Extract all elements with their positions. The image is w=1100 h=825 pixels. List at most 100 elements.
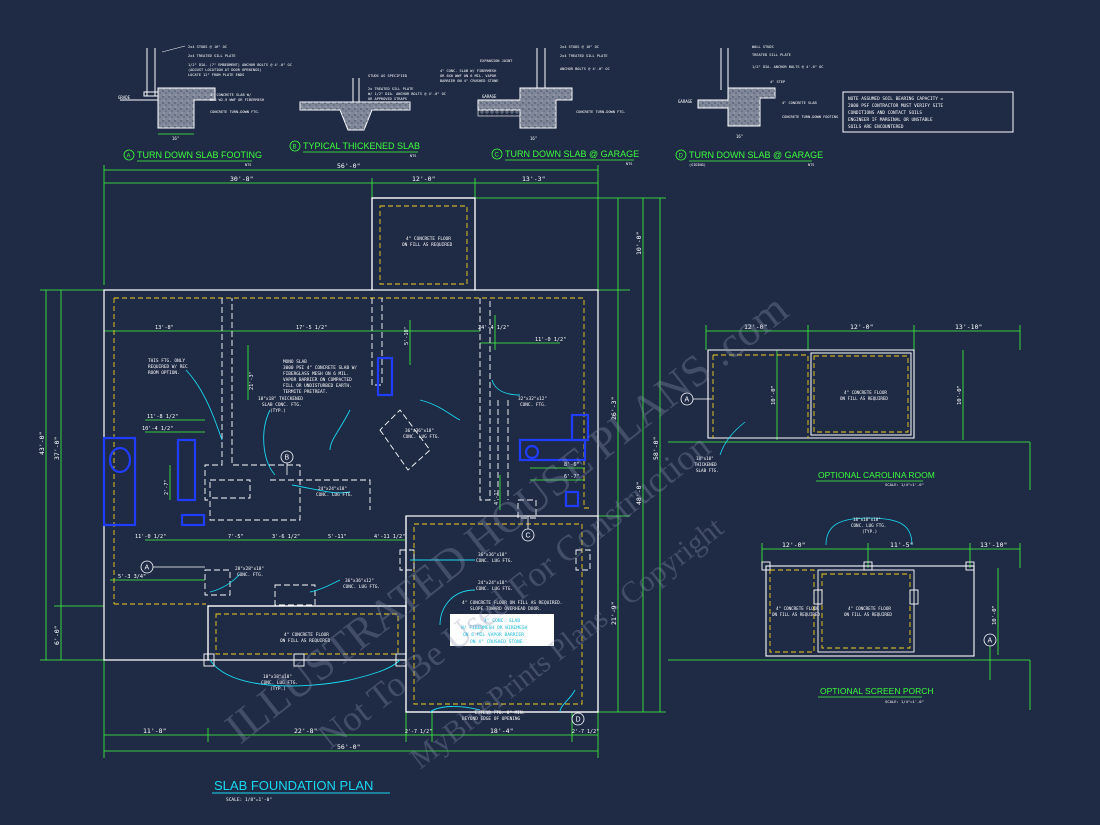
marker-b-text: B bbox=[285, 455, 290, 462]
detail-d-title: TURN DOWN SLAB @ GARAGE bbox=[689, 150, 823, 160]
marker-d-text: D bbox=[576, 717, 581, 724]
marker-c-text: C bbox=[526, 533, 531, 540]
detail-d-width: 16" bbox=[736, 134, 743, 139]
garage-floor-label: 4" CONCRETE FLOOR ON FILL AS REQUIRED. bbox=[462, 600, 562, 606]
detail-a-grade: GRADE bbox=[118, 95, 131, 100]
lug36-label: CONC. LUG FTG. bbox=[403, 434, 440, 440]
detail-c-marker bbox=[491, 148, 503, 160]
top-floor-label: ON FILL AS REQUIRED bbox=[402, 242, 453, 248]
carolina-thick-label: 18"x18" bbox=[696, 456, 714, 461]
carolina-marker-text: A bbox=[685, 397, 690, 404]
detail-d-note: CONCRETE TURN-DOWN FOOTING bbox=[782, 115, 838, 119]
porch-lug-label: (TYP.) bbox=[862, 529, 877, 534]
dim-right-a: 10'-0" bbox=[635, 232, 643, 255]
marker-d-circle bbox=[571, 712, 585, 726]
marker-a-text: A bbox=[145, 565, 150, 572]
carolina-floor-label: 4" CONCRETE FLOOR bbox=[844, 390, 887, 395]
garage-slab-line: ON 6 MIL VAPOR BARRIER bbox=[463, 632, 524, 638]
detail-c-garage: GARAGE bbox=[482, 94, 497, 99]
ftg28-label: CONC. FTG. bbox=[237, 572, 263, 578]
dim-inner: 17'-5 1/2" bbox=[296, 325, 327, 331]
carolina-scale: SCALE: 1/4"=1'-0" bbox=[885, 482, 924, 487]
thick-slab-label: SLAB CONC. FTG. bbox=[262, 402, 302, 408]
lug24b-label: 24"x24"x18" bbox=[478, 580, 507, 586]
porch-floor-label: ON FILL AS REQUIRED bbox=[280, 638, 331, 644]
detail-d-turn-down-slab-garage-siding: GARAGE 16" WALL STUDS TREATED SILL PLATE… bbox=[675, 45, 838, 167]
detail-a-marker-text: A bbox=[127, 154, 131, 160]
dim-top-overall: 56'-0" bbox=[337, 162, 360, 170]
detail-a-note: CONCRETE TURN-DOWN FTG. bbox=[210, 110, 260, 114]
dim-inner: 4'-1" bbox=[494, 489, 500, 505]
detail-c-note: 4" CONC. SLAB W/ FIBERMESH bbox=[440, 69, 496, 73]
carolina-dim: 10'-0" bbox=[957, 385, 963, 405]
lug18-label: CONC. LUG FTG. bbox=[261, 680, 298, 686]
detail-b-scale: NTS bbox=[410, 154, 416, 158]
plumbing-fixtures bbox=[102, 356, 590, 527]
detail-c-title: TURN DOWN SLAB @ GARAGE bbox=[505, 149, 639, 159]
extend-label: EXTEND FTG. 8" MIN. bbox=[475, 710, 525, 716]
dim-top-b: 12'-0" bbox=[412, 175, 435, 183]
detail-a-note: 2x4 TREATED SILL PLATE bbox=[188, 54, 236, 58]
detail-a-note: LOCATE 12" FROM PLATE ENDS bbox=[188, 73, 244, 77]
ftg32-label: 32"x32"x12" bbox=[518, 396, 547, 402]
mono-slab-label: FILL OR UNDISTURBED EARTH. bbox=[283, 383, 352, 389]
detail-b-marker bbox=[289, 140, 301, 152]
mono-slab-label: 3000 PSI 4" CONCRETE SLAB W/ bbox=[283, 365, 357, 371]
detail-b-note: W/ 1/2" DIA. ANCHOR BOLTS @ 4'-0" OC bbox=[368, 92, 446, 96]
plan-outline bbox=[103, 197, 599, 713]
dim-inner: 8'-6" bbox=[564, 462, 580, 468]
lug36b-label: CONC. LUG FTG. bbox=[343, 584, 380, 590]
dim-inner: 4'-11 1/2" bbox=[374, 534, 405, 540]
interior-footings bbox=[204, 298, 591, 606]
dim-right-overall: 58'-0" bbox=[652, 437, 660, 460]
lug36c-label: CONC. LUG FTG. bbox=[476, 558, 513, 564]
dim-inner: 5'-11" bbox=[328, 534, 347, 540]
lug36c-label: 36"x36"x18" bbox=[478, 552, 507, 558]
porch-dim: 12'-0" bbox=[782, 541, 805, 549]
note-line: 2000 PSF CONTRACTOR MUST VERIFY SITE bbox=[848, 103, 944, 109]
detail-d-sub: (SIDING) bbox=[689, 163, 706, 167]
porch-lug-footings bbox=[203, 653, 407, 667]
screen-porch-title: OPTIONAL SCREEN PORCH bbox=[820, 686, 934, 696]
dim-bottom-d: 2'-7 1/2" bbox=[405, 729, 432, 735]
detail-c-note: 2x4 STUDS @ 16" OC bbox=[560, 45, 599, 49]
screen-porch-scale: SCALE: 1/4"=1'-0" bbox=[885, 699, 924, 704]
lug24-label: 24"x24"x18" bbox=[318, 486, 347, 492]
detail-d-scale: NTS bbox=[808, 163, 814, 167]
ftg-only-label: THIS FTG. ONLY bbox=[148, 358, 185, 364]
dim-inner: 13'-8" bbox=[155, 325, 174, 331]
mono-slab-label: VAPOR BARRIER ON COMPACTED bbox=[283, 377, 352, 383]
dim-left-overall: 43'-0" bbox=[38, 432, 46, 455]
detail-a-turn-down-slab-footing: GRADE 16" 2x4 STUDS @ 16" OC 2x4 TREATED… bbox=[118, 45, 292, 167]
bathtub-icon bbox=[102, 436, 137, 527]
detail-c-scale: NTS bbox=[626, 162, 632, 166]
detail-b-marker-text: B bbox=[293, 145, 297, 151]
porch-marker bbox=[983, 633, 997, 647]
hose-bib-icon bbox=[564, 490, 580, 508]
detail-c-note: BARRIER ON 4" CRUSHED STONE bbox=[440, 79, 498, 83]
garage-slab-line: 4" CONC. SLAB bbox=[484, 618, 520, 624]
porch-floor-left: ON FILL AS REQUIRED bbox=[772, 612, 820, 617]
dim-inner: 10'-4 1/2" bbox=[142, 426, 173, 432]
dim-inner: 11'-8 1/2" bbox=[147, 414, 178, 420]
shower-icon bbox=[180, 513, 206, 527]
detail-b-note: STUDS AS SPECIFIED bbox=[368, 74, 407, 78]
plan-section-markers bbox=[140, 450, 585, 726]
thick-slab-label: 18"x18" THICKENED bbox=[258, 396, 303, 402]
mono-slab-label: FIBERGLASS MESH ON 6 MIL. bbox=[283, 371, 349, 377]
porch-floor-label: 4" CONCRETE FLOOR bbox=[284, 632, 329, 638]
dim-inner: 24'-4 1/2" bbox=[478, 325, 509, 331]
plan-title: SLAB FOUNDATION PLAN bbox=[214, 778, 373, 793]
detail-d-marker bbox=[675, 149, 687, 161]
note-line: ENGINEER IF MARGINAL OR UNSTABLE bbox=[848, 117, 933, 123]
ftg-only-label: ROOM OPTION. bbox=[148, 370, 180, 376]
detail-d-note: 1/2" DIA. ANCHOR BOLTS @ 4'-0" OC bbox=[752, 65, 823, 69]
detail-b-title: TYPICAL THICKENED SLAB bbox=[303, 141, 420, 151]
detail-a-note: (ADJUST LOCATION AT DOOR OPENINGS) bbox=[188, 68, 262, 72]
mono-slab-label: MONO SLAB bbox=[283, 359, 307, 365]
detail-a-note: 1/2" DIA. (7" EMBEDMENT) ANCHOR BOLTS @ … bbox=[188, 63, 292, 67]
detail-c-width: 16" bbox=[530, 136, 537, 141]
detail-a-marker bbox=[123, 149, 135, 161]
